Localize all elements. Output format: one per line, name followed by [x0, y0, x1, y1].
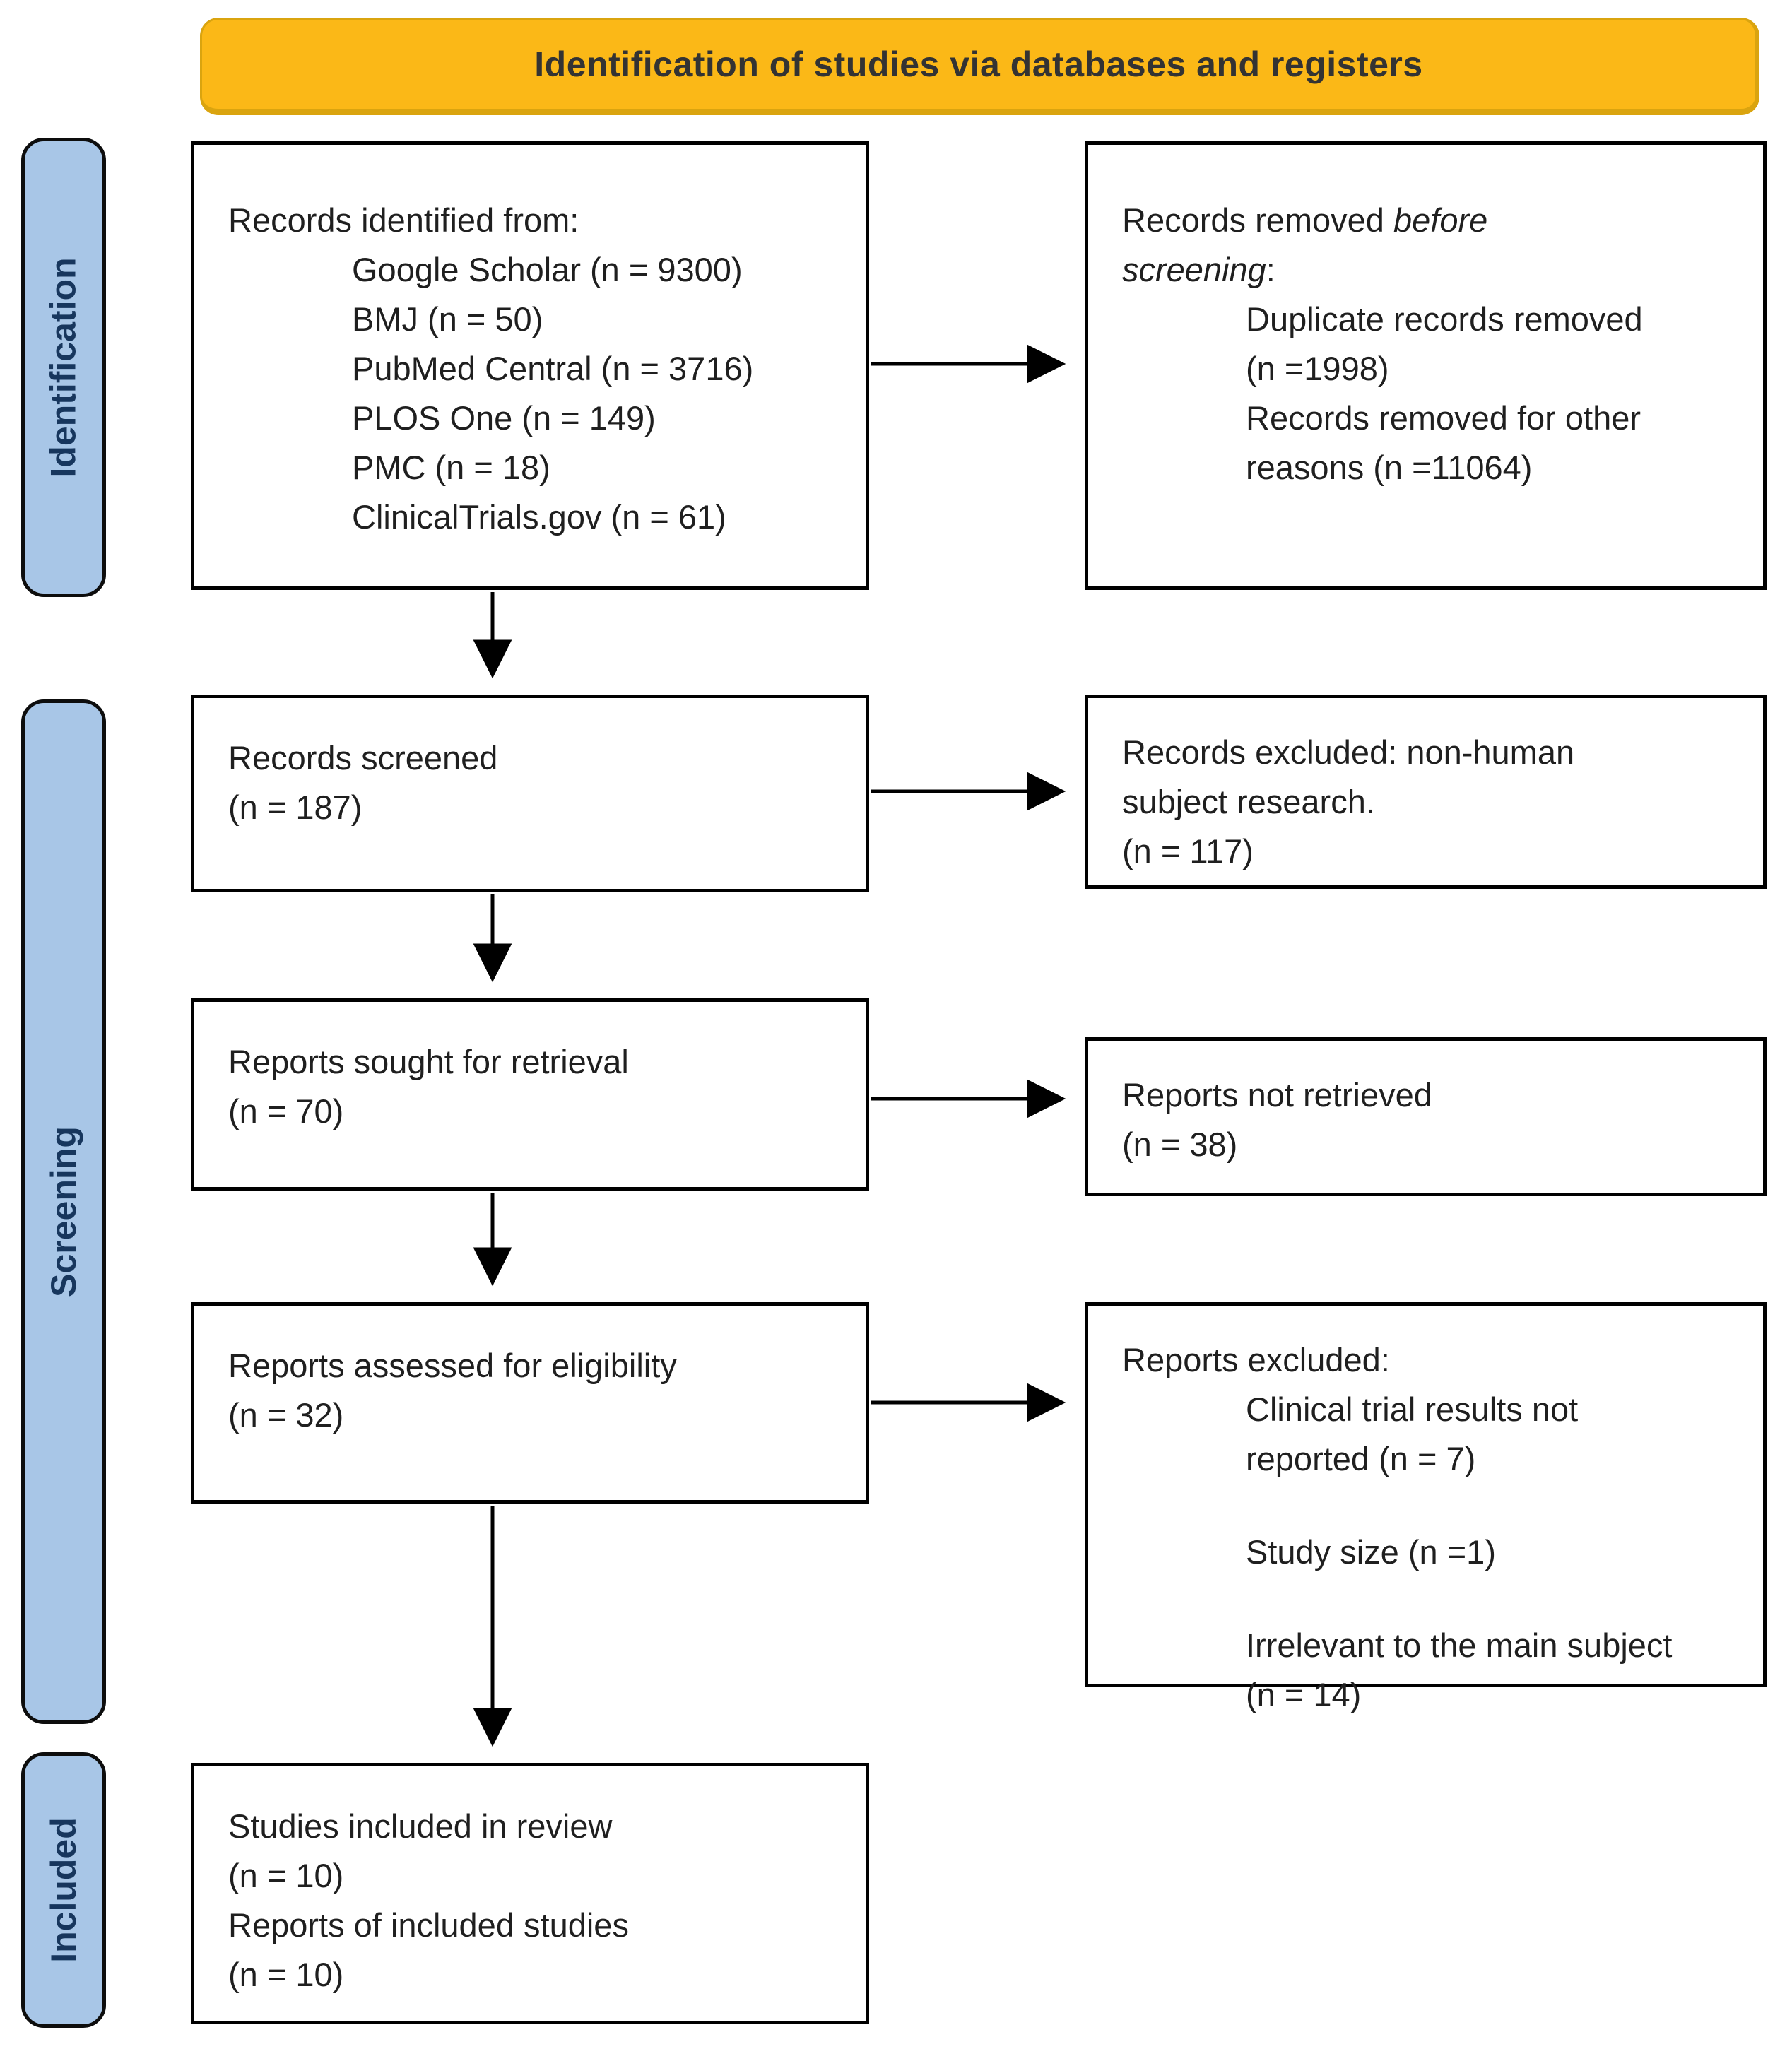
box-line: Duplicate records removed	[1246, 300, 1643, 338]
box-title: screening:	[1122, 245, 1736, 295]
box-line: Records removed for other	[1246, 399, 1641, 437]
stage-screening: Screening	[21, 699, 106, 1724]
records-excluded-box: Records excluded: non-human subject rese…	[1085, 695, 1767, 889]
box-line: Reports assessed for eligibility	[228, 1347, 677, 1384]
banner-title: Identification of studies via databases …	[534, 45, 1423, 84]
box-line: Reports of included studies	[228, 1906, 629, 1944]
box-line: subject research.	[1122, 783, 1375, 820]
box-title: Records removed before	[1122, 196, 1736, 245]
box-line: BMJ (n = 50)	[352, 300, 543, 338]
box-line: Google Scholar (n = 9300)	[352, 251, 743, 288]
box-line: (n = 117)	[1122, 832, 1254, 870]
title-italic: screening	[1122, 251, 1266, 288]
box-line: Study size (n =1)	[1246, 1533, 1496, 1571]
box-line: reasons (n =11064)	[1246, 449, 1533, 486]
box-line: ClinicalTrials.gov (n = 61)	[352, 498, 726, 536]
box-line: (n = 10)	[228, 1956, 344, 1993]
stage-included: Included	[21, 1752, 106, 2028]
box-title: Reports excluded:	[1122, 1341, 1390, 1378]
box-line: (n = 38)	[1122, 1126, 1238, 1163]
stage-identification: Identification	[21, 138, 106, 597]
reports-excluded-box: Reports excluded: Clinical trial results…	[1085, 1302, 1767, 1713]
records-identified-box: Records identified from: Google Scholar …	[191, 141, 869, 590]
box-line: Records excluded: non-human	[1122, 733, 1575, 771]
reports-sought-box: Reports sought for retrieval (n = 70)	[191, 998, 869, 1191]
box-line: PLOS One (n = 149)	[352, 399, 656, 437]
title-italic: before	[1393, 201, 1488, 239]
box-line: Irrelevant to the main subject	[1246, 1626, 1673, 1664]
reports-assessed-box: Reports assessed for eligibility (n = 32…	[191, 1302, 869, 1504]
box-line: reported (n = 7)	[1246, 1440, 1476, 1477]
records-removed-box: Records removed before screening: Duplic…	[1085, 141, 1767, 590]
title-normal: Records removed	[1122, 201, 1393, 239]
box-line: (n = 187)	[228, 789, 362, 826]
records-screened-box: Records screened (n = 187)	[191, 695, 869, 892]
box-line: Reports not retrieved	[1122, 1076, 1432, 1114]
box-line: Reports sought for retrieval	[228, 1043, 629, 1080]
box-line: (n = 14)	[1246, 1676, 1362, 1713]
box-line: (n = 70)	[228, 1092, 344, 1130]
banner: Identification of studies via databases …	[200, 18, 1759, 115]
studies-included-box: Studies included in review (n = 10) Repo…	[191, 1763, 869, 2024]
box-line: PMC (n = 18)	[352, 449, 550, 486]
box-line: PubMed Central (n = 3716)	[352, 350, 754, 387]
box-line: (n = 32)	[228, 1396, 344, 1434]
box-line: Records screened	[228, 739, 498, 777]
box-line: Clinical trial results not	[1246, 1390, 1579, 1428]
title-normal: :	[1266, 251, 1275, 288]
box-line: (n =1998)	[1246, 350, 1389, 387]
box-line: Studies included in review	[228, 1807, 613, 1845]
box-line: (n = 10)	[228, 1857, 344, 1894]
reports-not-retrieved-box: Reports not retrieved (n = 38)	[1085, 1037, 1767, 1196]
box-title: Records identified from:	[228, 201, 579, 239]
